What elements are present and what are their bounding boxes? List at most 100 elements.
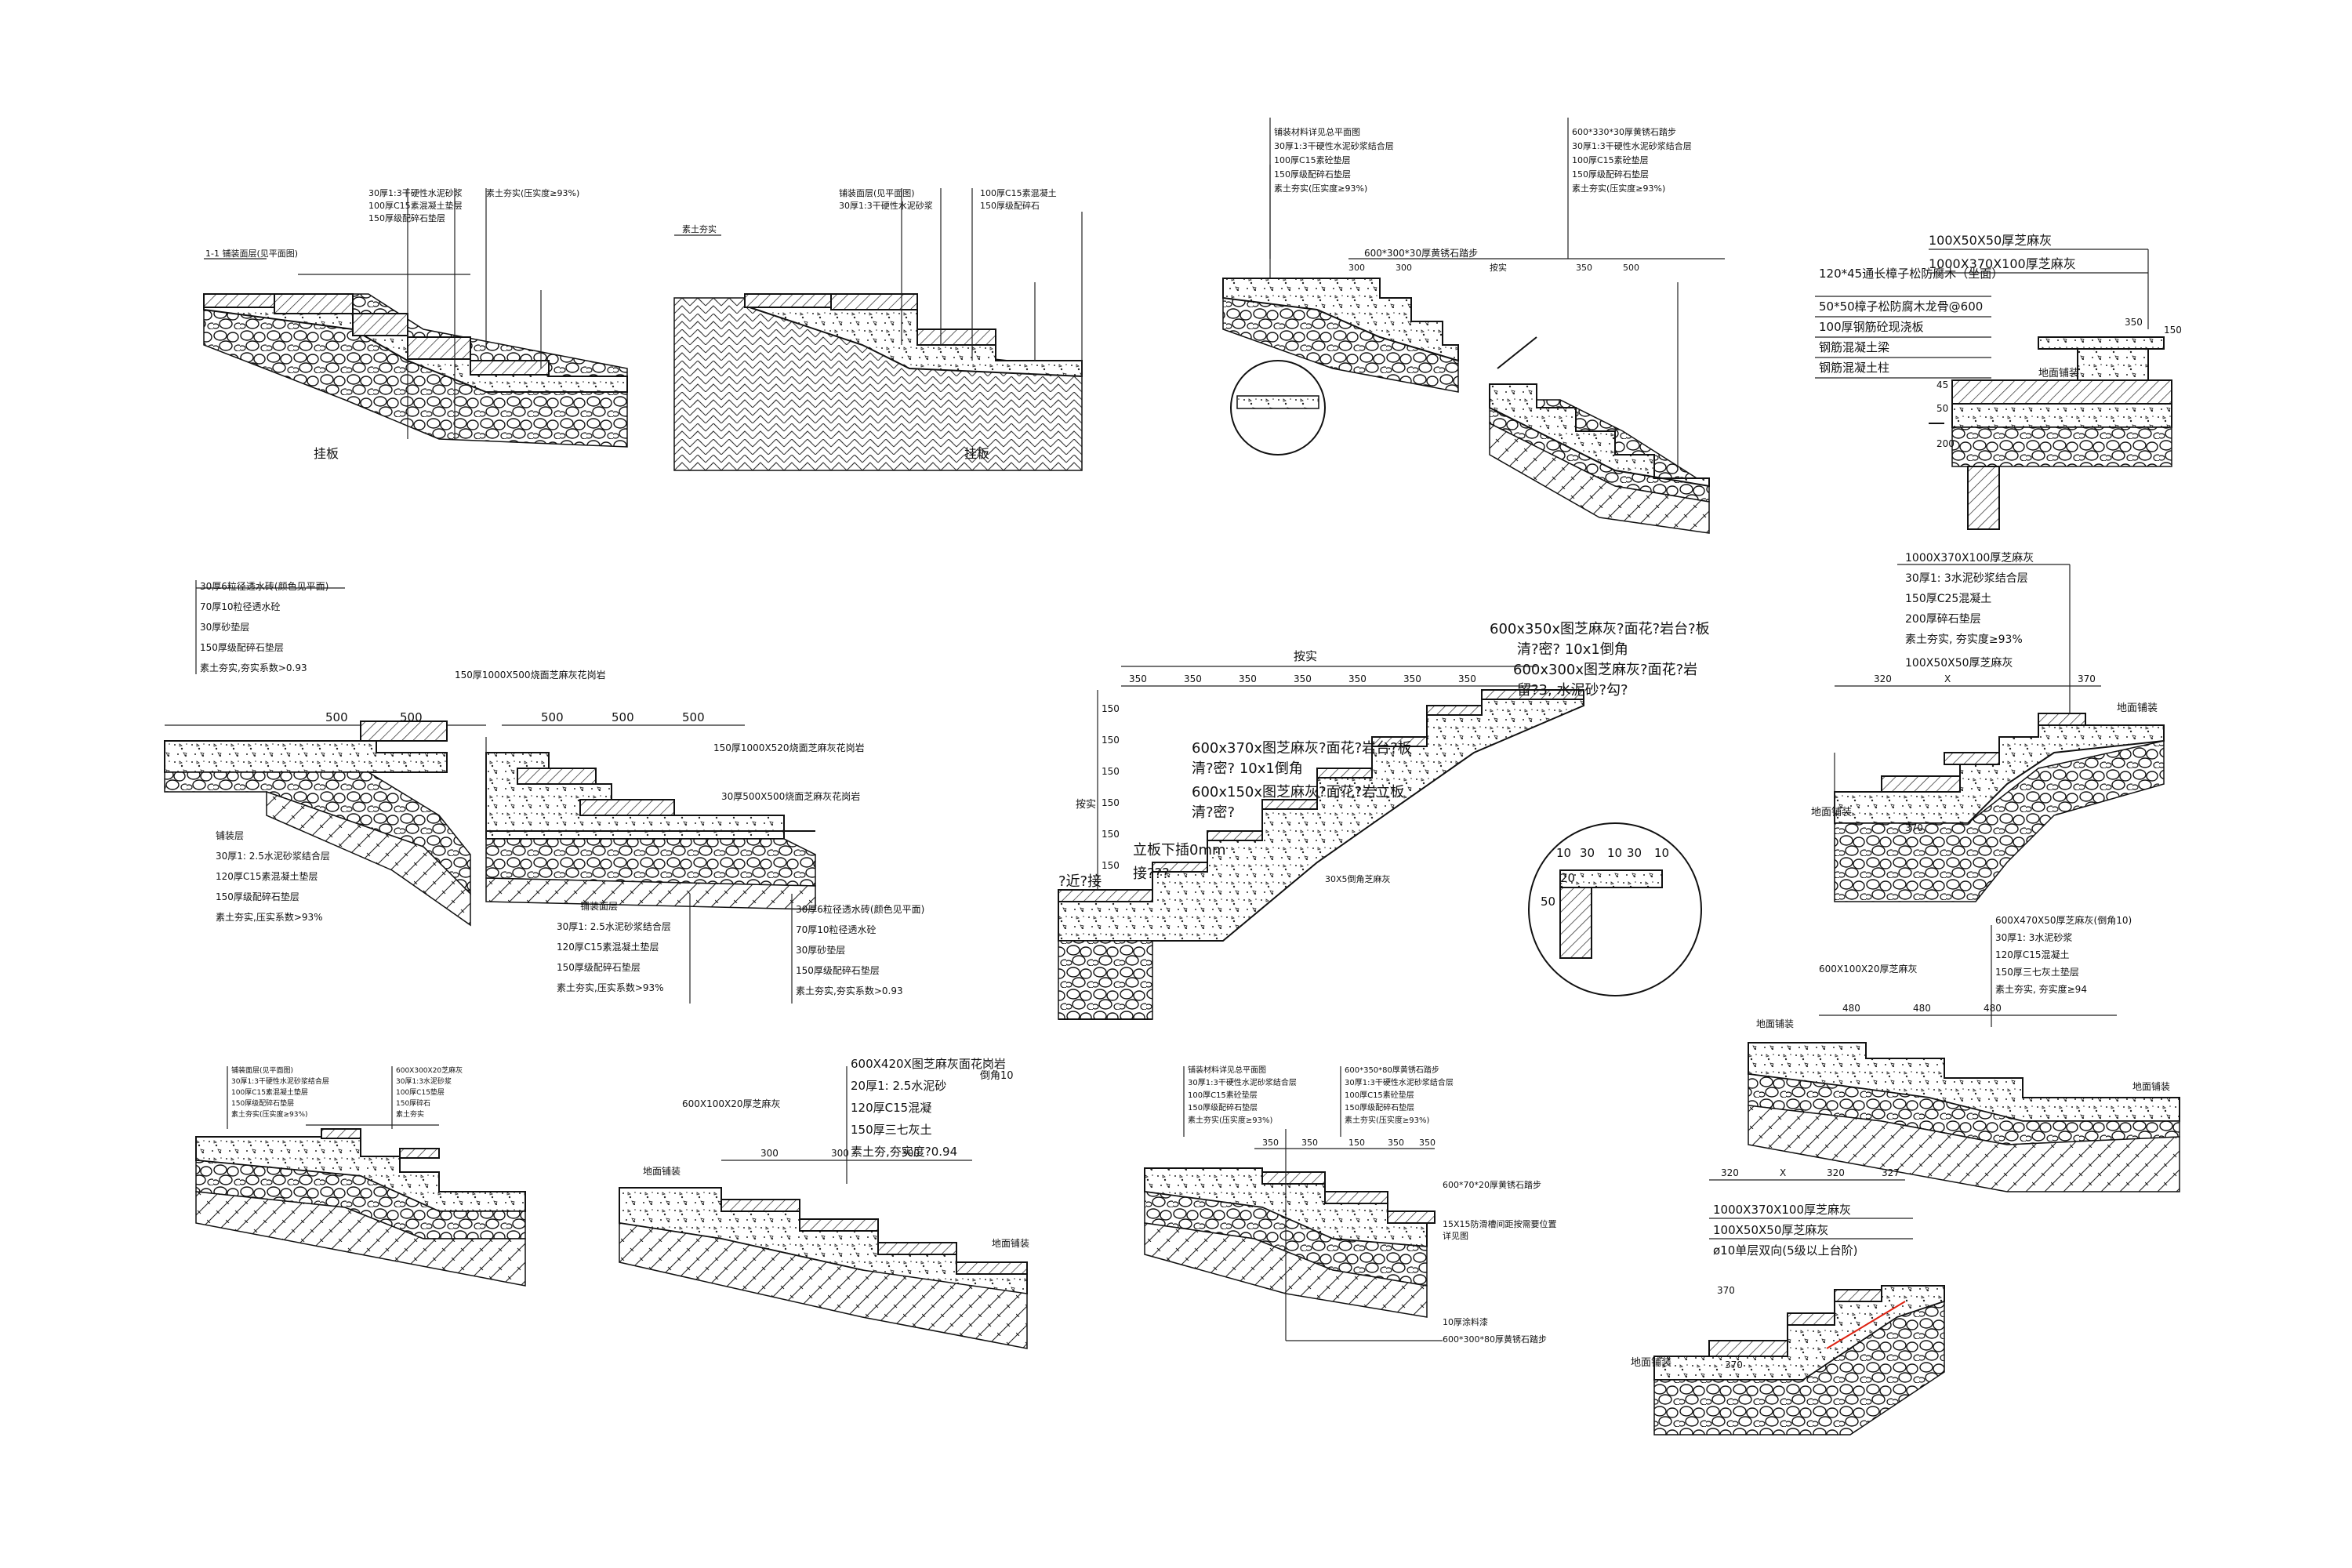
detail-2: 铺装面层(见平面图) 30厚1:3干硬性水泥砂浆 100厚C15素混凝土 150… [673,187,1083,471]
d3-left-3: 150厚级配碎石垫层 [1274,169,1351,180]
d5-bm-4: 素土夯实,压实系数>93% [557,982,664,993]
d4-dim-4: 200 [1936,438,1955,449]
d5-label-3: 150厚级配碎石垫层 [200,641,284,653]
d5-callout-2: 150厚1000X520烧面芝麻灰花岗岩 [713,742,865,753]
d2-caption: 挂板 [964,446,989,461]
d4-label-1: 50*50樟子松防腐木龙骨@600 [1819,299,1983,314]
d3-left-0: 铺装材料详见总平面图 [1274,126,1360,137]
d12-ground: 地面铺装 [1631,1357,1671,1369]
d7-top-5: 100X50X50厚芝麻灰 [1905,657,2013,670]
d7-dim-1: X [1944,673,1951,684]
d7-dim-2: 370 [2078,673,2096,684]
d6-top: 按实 [1294,649,1317,663]
detail-9: 铺装面层(见平面图) 30厚1:3干硬性水泥砂浆结合层 100厚C15素混凝土垫… [195,1065,526,1287]
d6-note-2b: 留?3, 水泥砂?勾? [1517,682,1628,699]
d11-right-2: 100厚C15素砼垫层 [1345,1090,1414,1100]
d7-top-4: 素土夯实, 夯实度≥93% [1905,633,2023,646]
d11-right-1: 30厚1:3干硬性水泥砂浆结合层 [1345,1077,1454,1087]
d9-right-3: 150厚碎石 [396,1098,430,1108]
d4-top-1: 1000X370X100厚芝麻灰 [1929,256,2076,271]
d3-dim-3: 350 [1576,263,1592,273]
d7-top-1: 30厚1: 3水泥砂浆结合层 [1905,572,2028,585]
d8-label-3: 150厚三七灰土垫层 [1995,966,2079,978]
d2-label-3: 150厚级配碎石 [980,200,1040,211]
d5-bl-0: 铺装层 [216,830,244,841]
d8-ground-l: 地面铺装 [1756,1018,1794,1029]
d4-label-2: 100厚钢筋砼现浇板 [1819,320,1924,334]
d5-bm-2: 120厚C15素混凝土垫层 [557,941,659,953]
d6-zoom-dim-1: 30 [1580,846,1595,860]
d11-note-2: 15X15防滑槽间距按需要位置 [1443,1218,1557,1229]
d6-dim-v-3: 150 [1102,797,1120,808]
detail-6: 按实 350 350 350 350 350 350 350 150 150 1… [1058,621,1710,1020]
d9-label-2: 100厚C15素混凝土垫层 [231,1087,308,1097]
d6-note-7: ?近?接 [1058,873,1102,890]
d11-dim-3: 350 [1388,1138,1404,1148]
d9-right-0: 600X300X20芝麻灰 [396,1065,463,1075]
d7-ground-l: 地面铺装 [1811,807,1852,818]
d7-top-2: 150厚C25混凝土 [1905,593,1991,605]
d6-zoom-side-1: 20 [1560,871,1575,885]
d8-label-4: 素土夯实, 夯实度≥94 [1995,983,2087,995]
d5-dim-0: 500 [325,710,348,724]
d3-dim-label: 600*300*30厚黄锈石踏步 [1364,248,1478,259]
detail-11: 铺装材料详见总平面图 30厚1:3干硬性水泥砂浆结合层 100厚C15素砼垫层 … [1144,1065,1557,1345]
d12-dim-1: X [1780,1167,1786,1178]
d12-inner-0: 370 [1717,1285,1735,1296]
d4-dim-2: 45 [1936,379,1948,390]
d10-label-3: 150厚三七灰土 [851,1123,932,1137]
d6-dim-h-2: 350 [1239,673,1257,684]
d4-top-0: 100X50X50厚芝麻灰 [1929,233,2052,248]
d1-label-1: 30厚1:3干硬性水泥砂浆 [368,187,463,198]
d5-bm-0: 铺装面层 [580,901,618,912]
d7-top-0: 1000X370X100厚芝麻灰 [1905,552,2034,564]
d1-label-0: 1-1 铺装面层(见平面图) [205,249,298,259]
d6-note-1b: 清?密? 10x1倒角 [1517,641,1628,658]
d3-right-4: 素土夯实(压实度≥93%) [1572,183,1665,194]
d5-br-3: 150厚级配碎石垫层 [796,964,880,976]
d12-label-2: ø10单层双向(5级以上台阶) [1713,1243,1858,1258]
d5-br-0: 30厚6粒径透水砖(颜色见平面) [796,903,924,915]
detail-5: 30厚6粒径透水砖(颜色见平面) 70厚10粒径透水砼 30厚砂垫层 150厚级… [164,580,924,1004]
d3-right-1: 30厚1:3干硬性水泥砂浆结合层 [1572,140,1692,151]
d11-right-3: 150厚级配碎石垫层 [1345,1102,1414,1112]
d10-ground-r: 地面铺装 [992,1238,1029,1249]
d5-label-4: 素土夯实,夯实系数>0.93 [200,662,307,673]
d12-dim-3: 327 [1882,1167,1900,1178]
d10-label-2: 120厚C15混凝 [851,1101,931,1115]
d5-dim-4: 500 [682,710,705,724]
d5-bl-3: 150厚级配碎石垫层 [216,891,299,902]
detail-4: 100X50X50厚芝麻灰 1000X370X100厚芝麻灰 120*45通长樟… [1815,233,2182,530]
d4-dim-3: 50 [1936,403,1948,414]
d6-zoom-dim-0: 10 [1556,846,1571,860]
d4-label-4: 钢筋混凝土柱 [1819,361,1889,375]
d5-dim-3: 500 [612,710,634,724]
d4-dim-1: 350 [2125,317,2143,328]
d11-left-1: 30厚1:3干硬性水泥砂浆结合层 [1188,1077,1297,1087]
d8-label-2: 120厚C15混凝土 [1995,949,2070,960]
d9-right-1: 30厚1:3水泥砂浆 [396,1076,452,1086]
d1-caption: 挂板 [314,446,339,461]
d2-label-0: 铺装面层(见平面图) [839,188,915,198]
d5-bl-1: 30厚1: 2.5水泥砂浆结合层 [216,850,330,862]
d6-note-4b: 清?密? [1192,804,1235,821]
d6-dim-v-0: 150 [1102,703,1120,714]
d11-dim-1: 350 [1301,1138,1318,1148]
detail-8: 600X470X50厚芝麻灰(倒角10) 30厚1: 3水泥砂浆 120厚C15… [1748,914,2180,1192]
d5-bl-4: 素土夯实,压实系数>93% [216,911,323,923]
d11-dim-4: 350 [1419,1138,1436,1148]
d3-left-1: 30厚1:3干硬性水泥砂浆结合层 [1274,140,1394,151]
d6-dim-v-1: 150 [1102,735,1120,746]
d11-left-0: 铺装材料详见总平面图 [1188,1065,1266,1075]
d9-label-0: 铺装面层(见平面图) [231,1065,293,1075]
d11-dim-0: 350 [1262,1138,1279,1148]
d12-dim-2: 320 [1827,1167,1845,1178]
d12-dim-0: 320 [1721,1167,1739,1178]
d7-inner-dim: 370 [1905,822,1923,833]
d2-label-4: 素土夯实 [682,223,717,234]
d11-note-1: 600*70*20厚黄锈石踏步 [1443,1179,1541,1190]
d6-note-1a: 600x350x图芝麻灰?面花?岩台?板 [1490,621,1710,637]
d6-note-3b: 清?密? 10x1倒角 [1192,760,1303,777]
d3-dim-2: 按实 [1490,262,1507,273]
